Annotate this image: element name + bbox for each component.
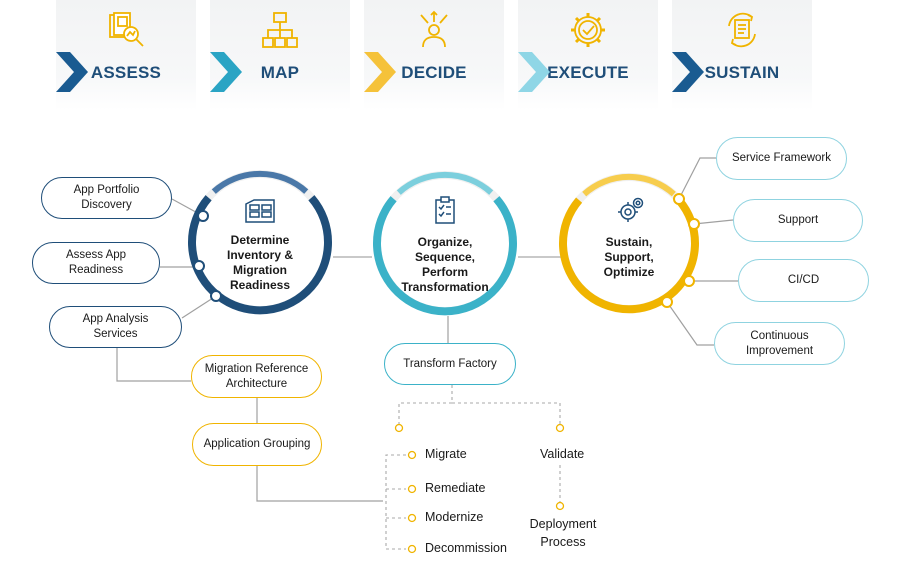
chevron-right-icon bbox=[210, 52, 242, 92]
document-cycle-icon bbox=[728, 12, 756, 48]
factory-deployment-process: Deployment Process bbox=[529, 517, 597, 549]
step-label: EXECUTE bbox=[547, 63, 629, 82]
step-execute[interactable]: EXECUTE bbox=[518, 0, 658, 120]
map-hub-ring bbox=[373, 171, 517, 316]
service-framework-node[interactable]: Service Framework bbox=[716, 137, 847, 180]
chevron-right-icon bbox=[672, 52, 704, 92]
step-assess[interactable]: ASSESS bbox=[56, 0, 196, 120]
assess-hub-ring bbox=[188, 170, 332, 315]
factory-item-modernize: Modernize bbox=[425, 510, 484, 524]
factory-item-migrate: Migrate bbox=[425, 447, 467, 461]
ci-cd-node[interactable]: CI/CD bbox=[738, 259, 869, 302]
assess-hub-label: Determine Inventory & Migration Readines… bbox=[226, 233, 293, 292]
sustain-hub-label: Sustain, Support, Optimize bbox=[603, 235, 655, 279]
transform-factory-node[interactable]: Transform Factory bbox=[384, 343, 516, 385]
chevron-right-icon bbox=[518, 52, 550, 92]
clipboard-checklist-icon bbox=[435, 196, 455, 224]
document-search-icon bbox=[109, 12, 144, 47]
server-rack-icon bbox=[245, 199, 275, 223]
step-label: DECIDE bbox=[401, 63, 467, 82]
step-decide[interactable]: DECIDE bbox=[364, 0, 504, 120]
migration-reference-architecture-node[interactable]: Migration Reference Architecture bbox=[191, 355, 322, 398]
step-label: MAP bbox=[260, 63, 300, 82]
gear-check-icon bbox=[571, 13, 605, 47]
step-panel bbox=[672, 0, 812, 110]
sustain-hub-ring bbox=[559, 173, 699, 314]
continuous-improvement-node[interactable]: Continuous Improvement bbox=[714, 322, 845, 365]
factory-validate: Validate bbox=[540, 447, 585, 461]
step-panel bbox=[210, 0, 350, 110]
app-portfolio-discovery-node[interactable]: App Portfolio Discovery bbox=[41, 177, 172, 219]
step-label: ASSESS bbox=[90, 63, 162, 82]
chevron-right-icon bbox=[364, 52, 396, 92]
gears-icon bbox=[618, 197, 644, 222]
decision-person-icon bbox=[420, 10, 448, 48]
factory-item-remediate: Remediate bbox=[425, 481, 486, 495]
step-label: SUSTAIN bbox=[704, 63, 780, 82]
chevron-right-icon bbox=[56, 52, 88, 92]
factory-item-decommission: Decommission bbox=[425, 541, 507, 555]
step-panel bbox=[518, 0, 658, 110]
assess-app-readiness-node[interactable]: Assess App Readiness bbox=[32, 242, 160, 284]
application-grouping-node[interactable]: Application Grouping bbox=[192, 423, 322, 466]
map-hub-label: Organize, Sequence, Perform Transformati… bbox=[401, 235, 489, 294]
step-sustain[interactable]: SUSTAIN bbox=[672, 0, 812, 120]
flowchart-icon bbox=[262, 12, 298, 48]
step-map[interactable]: MAP bbox=[210, 0, 350, 120]
app-analysis-services-node[interactable]: App Analysis Services bbox=[49, 306, 182, 348]
support-node[interactable]: Support bbox=[733, 199, 863, 242]
